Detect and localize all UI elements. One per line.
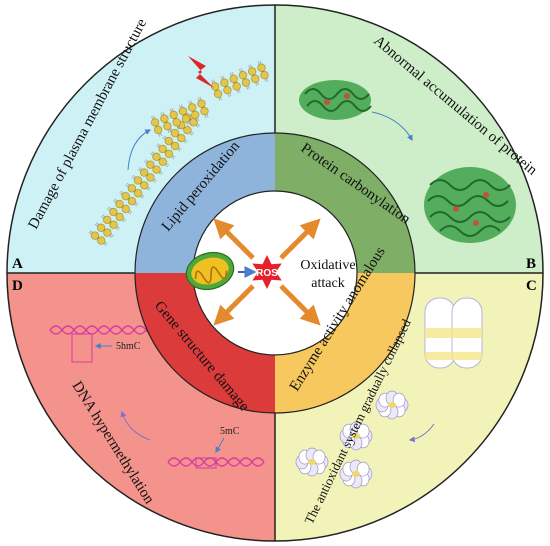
ros-label: ROS (256, 268, 278, 279)
attack-label: attack (311, 276, 344, 291)
bilayer-broken-left (147, 95, 212, 139)
bilayer-long (86, 109, 203, 249)
ros-arrow-up-right (279, 218, 321, 260)
enzyme-ring-icon (295, 447, 329, 477)
ros-arrow-down-left (213, 284, 255, 326)
methylation-box-lower (195, 457, 217, 469)
antioxidant-illustration (295, 297, 483, 489)
panel-letter-d: D (12, 278, 23, 294)
ros-arrow-up-left (213, 218, 255, 260)
protein-illustration (299, 80, 516, 243)
enzyme-rings (295, 390, 409, 489)
protein-aggregate-icon (424, 167, 516, 243)
oxidative-label: Oxidative (300, 258, 355, 273)
ros-arrow-down-right (279, 284, 321, 326)
label-5hmc: 5hmC (116, 341, 141, 352)
ros-arrows (213, 218, 321, 326)
mitochondrion-icon (185, 251, 235, 291)
label-5mc: 5mC (220, 426, 240, 437)
enzyme-ring-icon (339, 459, 373, 489)
lipid-bilayer-illustration (86, 56, 272, 249)
panel-letter-b: B (526, 256, 536, 272)
methylation-box-upper (71, 333, 93, 363)
arrow-5mc (215, 437, 225, 454)
panel-letter-c: C (526, 278, 537, 294)
lightning-bolt-icon (188, 56, 214, 88)
protein-small-icon (299, 80, 372, 120)
ros-star-icon (252, 255, 282, 289)
panel-letter-a: A (12, 256, 23, 272)
center-ros-group: ROS Oxidative attack (185, 218, 356, 326)
middle-ring-border (134, 132, 416, 414)
curved-arrow-c (408, 423, 435, 443)
bilayer-broken-right (207, 59, 272, 103)
curved-arrow-a (127, 129, 152, 171)
enzyme-stack-icon (424, 297, 483, 369)
curved-arrow-b (371, 111, 413, 142)
curved-arrow-d (120, 410, 151, 441)
enzyme-ring-icon (339, 421, 373, 451)
dna-strand-upper-a (49, 325, 159, 335)
enzyme-ring-icon (375, 390, 409, 420)
dna-illustration: 5hmC 5mC (49, 325, 265, 469)
dna-strand-upper-b (49, 325, 159, 335)
